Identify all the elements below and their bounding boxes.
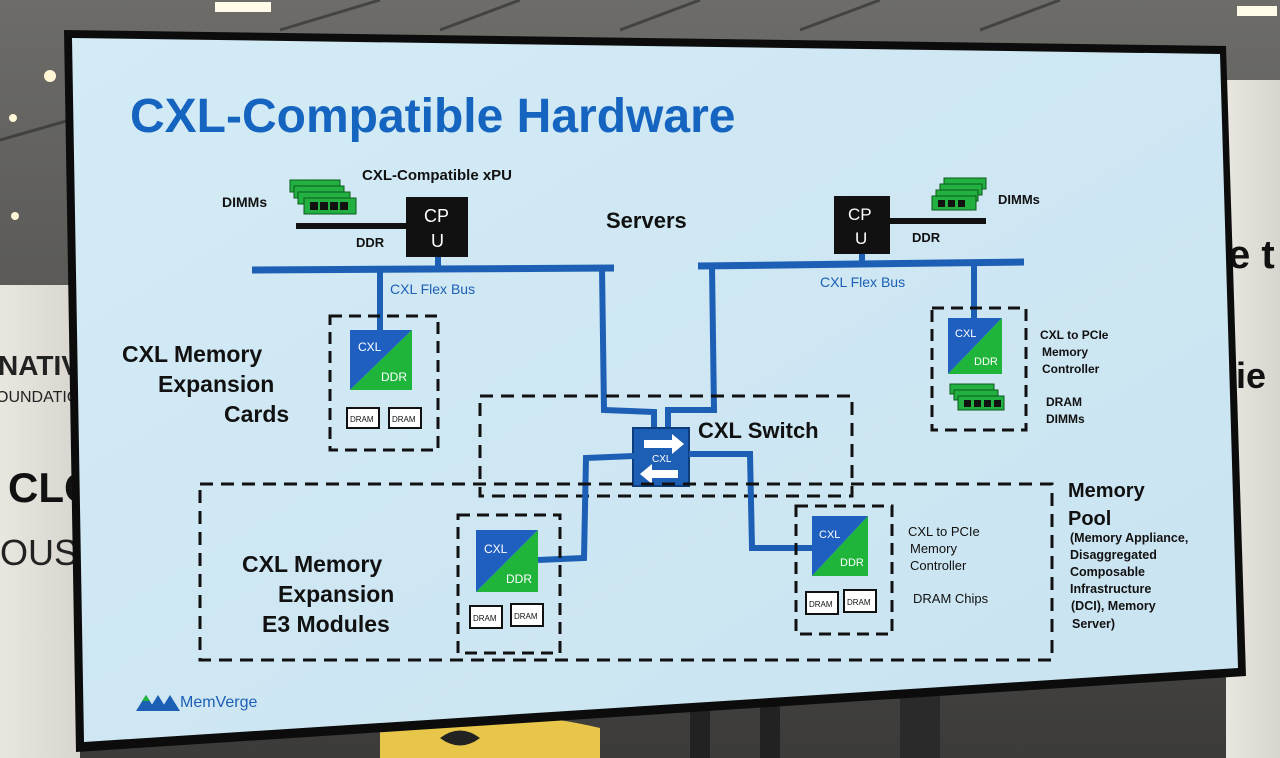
tv-stand xyxy=(380,690,940,758)
right-ddr-label: DDR xyxy=(912,230,941,245)
left-banner-text-2: OUNDATION xyxy=(0,389,91,406)
expansion-cards: CXL DDR DRAM DRAM CXL Memory Expansion C… xyxy=(122,270,440,452)
pool-controller: CXL DDR DRAM DRAM CXL to PCIe Memory Con… xyxy=(794,504,989,636)
right-server: CP U DDR DIMMs CXL Flex Bus xyxy=(697,177,1040,290)
slide-title: CXL-Compatible Hardware xyxy=(130,90,735,143)
pool-ctrl-label-1: CXL to PCIe xyxy=(908,524,980,539)
e3-chip-bottom: DDR xyxy=(506,572,532,586)
pool-desc-4: Infrastructure xyxy=(1070,582,1151,596)
right-ctrl-label-3: Controller xyxy=(1042,362,1100,376)
right-dimms-label-1: DRAM xyxy=(1046,395,1082,409)
pool-ctrl-label-2: Memory xyxy=(910,541,957,556)
cxl-switch: CXL CXL Switch xyxy=(478,394,854,498)
pool-chips-label: DRAM Chips xyxy=(913,591,989,606)
switch-icon xyxy=(632,427,690,487)
e3-modules: CXL DDR DRAM DRAM CXL Memory Expansion E… xyxy=(242,513,562,655)
e3-label-2: Expansion xyxy=(278,581,394,607)
pool-ctrl-label-3: Controller xyxy=(910,558,967,573)
e3-dram-1: DRAM xyxy=(473,614,497,623)
pool-desc-3: Composable xyxy=(1070,565,1145,579)
e3-chip-top: CXL xyxy=(484,542,508,556)
e3-label-3: E3 Modules xyxy=(262,611,390,637)
left-cpu-line1: CP xyxy=(424,206,449,226)
pool-dram-2: DRAM xyxy=(847,598,871,607)
left-server: DIMMs DDR CP U CXL Flex Bus xyxy=(222,179,615,297)
right-chip-top: CXL xyxy=(955,328,976,340)
cards-chip-bottom: DDR xyxy=(381,370,407,384)
right-chip-bottom: DDR xyxy=(974,356,998,368)
pool-dram-1: DRAM xyxy=(809,600,833,609)
left-ddr-label: DDR xyxy=(356,235,385,250)
dram-dimms-icon xyxy=(949,383,1005,411)
right-bus-label: CXL Flex Bus xyxy=(820,274,905,290)
switch-downlinks xyxy=(537,451,812,563)
pool-chip-top: CXL xyxy=(819,529,840,541)
cards-chip-top: CXL xyxy=(358,340,382,354)
right-cpu-line2: U xyxy=(855,229,867,248)
left-cpu-box xyxy=(406,197,468,257)
right-dimm-stack-icon xyxy=(931,177,987,211)
logo-text: MemVerge xyxy=(180,694,257,711)
right-dimms-label: DIMMs xyxy=(998,192,1040,207)
switch-uplinks xyxy=(599,265,718,430)
switch-label: CXL Switch xyxy=(698,418,819,443)
e3-dram-2: DRAM xyxy=(514,612,538,621)
right-banner-text-2: ie xyxy=(1236,355,1266,396)
servers-label: Servers xyxy=(606,208,687,233)
pool-chip-bottom: DDR xyxy=(840,557,864,569)
memory-pool-caption: Memory Pool (Memory Appliance, Disaggreg… xyxy=(1068,480,1188,631)
left-dimms-label: DIMMs xyxy=(222,194,267,210)
right-cpu-line1: CP xyxy=(848,205,872,224)
slide-screen xyxy=(72,38,1238,742)
switch-chip-label: CXL xyxy=(652,454,672,465)
ceiling-lights xyxy=(9,2,1277,220)
ceiling-truss xyxy=(0,0,1061,142)
left-cpu-line2: U xyxy=(431,231,444,251)
memory-pool-box xyxy=(198,482,1054,662)
pool-desc-2: Disaggregated xyxy=(1070,548,1157,562)
left-bus-label: CXL Flex Bus xyxy=(390,281,475,297)
right-ctrl-label-2: Memory xyxy=(1042,345,1088,359)
pool-title-2: Pool xyxy=(1068,508,1111,530)
right-ctrl-label-1: CXL to PCIe xyxy=(1040,328,1109,342)
e3-label-1: CXL Memory xyxy=(242,551,382,577)
cards-label-3: Cards xyxy=(224,401,289,427)
slide-content: CXL-Compatible Hardware CXL-Compatible x… xyxy=(122,90,1188,711)
xpu-label: CXL-Compatible xPU xyxy=(362,167,512,184)
cards-label-1: CXL Memory xyxy=(122,341,262,367)
right-banner-text-1: e t xyxy=(1228,233,1275,277)
cards-label-2: Expansion xyxy=(158,371,274,397)
pool-desc-1: (Memory Appliance, xyxy=(1070,531,1188,545)
cards-dram-1: DRAM xyxy=(350,415,374,424)
memverge-logo: MemVerge xyxy=(136,694,257,711)
left-banner-text-4: OUS xyxy=(0,532,78,573)
right-controller: CXL DDR CXL to PCIe Memory Controller DR… xyxy=(930,264,1109,432)
cards-dram-2: DRAM xyxy=(392,415,416,424)
right-dimms-label-2: DIMMs xyxy=(1046,412,1085,426)
pool-title-1: Memory xyxy=(1068,480,1146,502)
pool-desc-5: (DCI), Memory xyxy=(1071,599,1156,613)
pool-desc-6: Server) xyxy=(1072,617,1115,631)
right-cpu-box xyxy=(834,196,890,254)
dimm-stack-icon xyxy=(289,179,357,215)
